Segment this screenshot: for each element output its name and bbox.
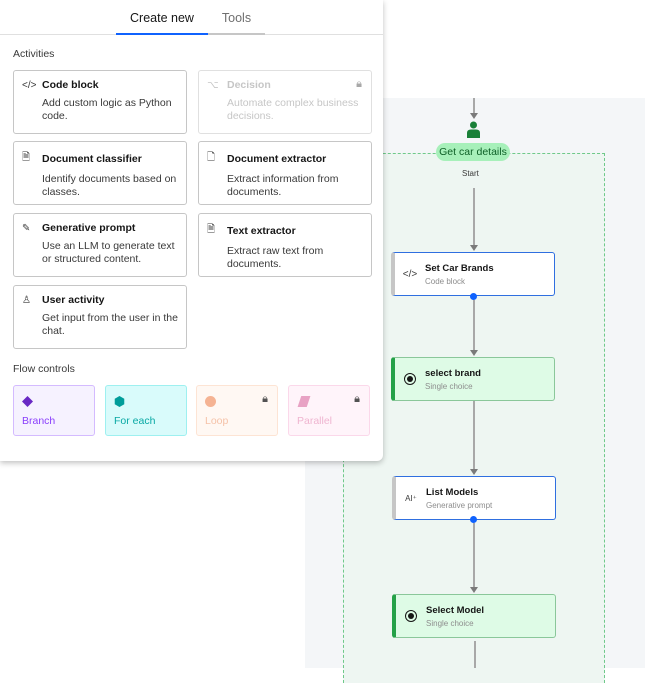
flow-control-label: Loop — [205, 415, 229, 427]
card-title: Document classifier — [42, 152, 142, 165]
code-icon: </> — [22, 79, 37, 91]
flow-control-label: For each — [114, 415, 156, 427]
flow-control-label: Branch — [22, 415, 56, 427]
radio-icon — [405, 610, 417, 622]
card-description: Get input from the user in the chat. — [42, 312, 178, 337]
arrow-icon — [470, 113, 478, 119]
card-description: Extract raw text from documents. — [227, 245, 324, 270]
document-extractor-icon: 🗋 — [207, 152, 216, 163]
start-label: Start — [462, 169, 479, 178]
flow-control-branch[interactable]: Branch — [13, 385, 95, 436]
diamond-icon — [22, 396, 33, 407]
document-classifier-icon: 🗎 — [22, 152, 31, 163]
connection-handle[interactable] — [470, 293, 477, 300]
card-description: Extract information from documents. — [227, 173, 339, 198]
activity-document-extractor[interactable]: 🗋 Document extractor Extract information … — [198, 141, 372, 205]
node-title: Set Car Brands — [425, 262, 494, 274]
parallelogram-icon — [297, 396, 311, 407]
flow-control-parallel: Parallel 🔒︎ — [288, 385, 370, 436]
radio-icon — [404, 373, 416, 385]
node-subtitle: Single choice — [426, 618, 474, 628]
node-subtitle: Code block — [425, 276, 466, 286]
activity-decision: ⌥ Decision Automate complex business deci… — [198, 70, 372, 134]
flow-controls-heading: Flow controls — [13, 363, 75, 375]
flow-control-loop: Loop 🔒︎ — [196, 385, 278, 436]
arrow-icon — [470, 350, 478, 356]
user-icon — [467, 121, 480, 138]
card-title: Text extractor — [227, 224, 296, 237]
connector — [474, 641, 476, 668]
connector — [473, 188, 475, 246]
code-icon: </> — [402, 268, 418, 280]
circle-icon — [205, 396, 216, 407]
card-description: Automate complex business decisions. — [227, 97, 359, 122]
node-subtitle: Single choice — [425, 381, 473, 391]
node-title: List Models — [426, 486, 479, 498]
activity-code-block[interactable]: </> Code block Add custom logic as Python… — [13, 70, 187, 134]
tab-bar: Create new Tools — [0, 0, 383, 35]
card-title: User activity — [42, 294, 105, 306]
hexagon-icon — [114, 396, 125, 407]
connector — [473, 401, 475, 469]
activity-generative-prompt[interactable]: ✎ Generative prompt Use an LLM to generat… — [13, 213, 187, 277]
tab-tools[interactable]: Tools — [208, 11, 265, 35]
arrow-icon — [470, 469, 478, 475]
connector — [473, 523, 475, 587]
pen-icon: ✎ — [22, 222, 31, 234]
ai-icon: AI⁺ — [405, 493, 417, 503]
card-title: Generative prompt — [42, 222, 136, 234]
node-subtitle: Generative prompt — [426, 500, 493, 510]
node-title: select brand — [425, 367, 481, 379]
card-title: Document extractor — [227, 152, 327, 165]
card-description: Add custom logic as Python code. — [42, 97, 172, 122]
connection-handle[interactable] — [470, 516, 477, 523]
lock-icon: 🔒︎ — [354, 393, 360, 405]
connector — [473, 98, 475, 114]
card-description: Identify documents based on classes. — [42, 173, 177, 198]
group-label[interactable]: Get car details — [436, 143, 510, 161]
user-icon: ♙ — [22, 294, 31, 306]
activity-document-classifier[interactable]: 🗎 Document classifier Identify documents … — [13, 141, 187, 205]
flow-control-for-each[interactable]: For each — [105, 385, 187, 436]
card-title: Decision — [227, 79, 271, 91]
card-description: Use an LLM to generate text or structure… — [42, 240, 175, 265]
activity-text-extractor[interactable]: 🗎 Text extractor Extract raw text from do… — [198, 213, 372, 277]
text-extractor-icon: 🗎 — [207, 224, 216, 235]
flow-control-label: Parallel — [297, 415, 333, 427]
activity-user-activity[interactable]: ♙ User activity Get input from the user i… — [13, 285, 187, 349]
arrow-icon — [470, 245, 478, 251]
card-title: Code block — [42, 79, 99, 91]
lock-icon: 🔒︎ — [262, 393, 268, 405]
connector — [473, 300, 475, 351]
tab-create-new[interactable]: Create new — [116, 11, 208, 35]
node-title: Select Model — [426, 604, 485, 616]
create-panel: Create new Tools Activities </> Code bloc… — [0, 0, 383, 461]
activities-heading: Activities — [13, 48, 55, 60]
decision-icon: ⌥ — [207, 79, 219, 91]
lock-icon: 🔒︎ — [356, 78, 362, 90]
arrow-icon — [470, 587, 478, 593]
